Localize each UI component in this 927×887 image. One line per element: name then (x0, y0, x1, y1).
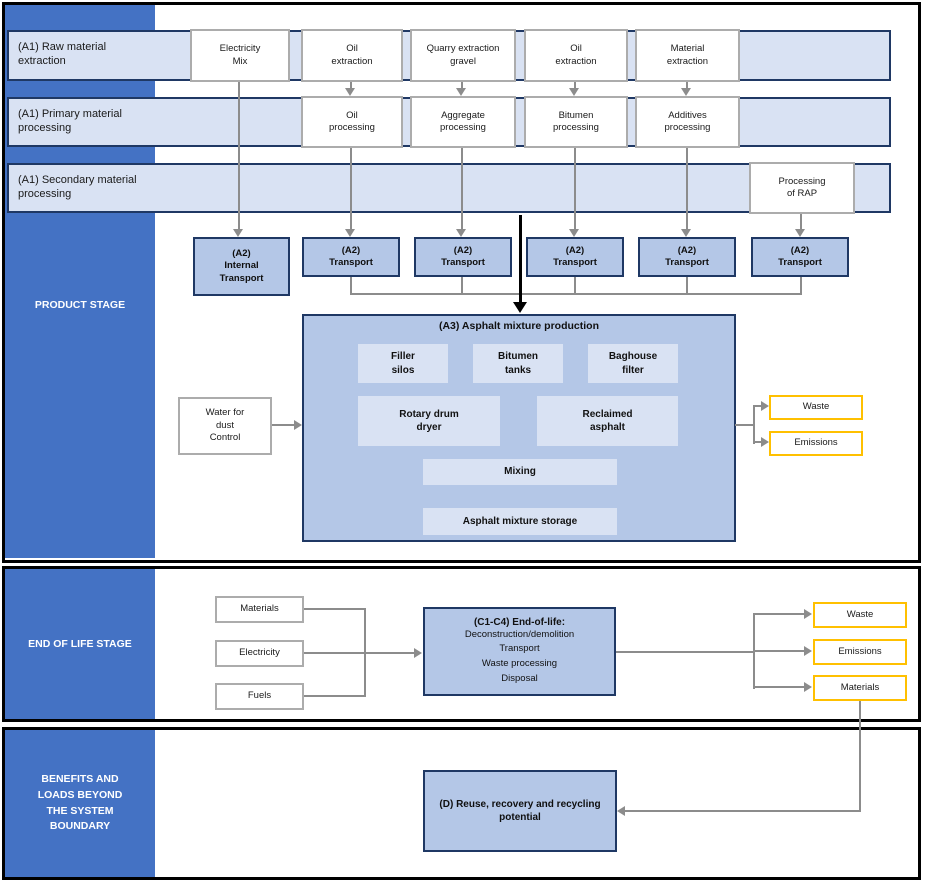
box-water-for-dust-control: Water for dust Control (178, 397, 272, 455)
box-transport-2: (A2) Transport (414, 237, 512, 277)
arrowhead-a3-waste (761, 401, 769, 411)
line-eol-to-materials (753, 686, 804, 688)
arrowhead-oil-processing (345, 88, 355, 96)
arrowhead-eol-input (414, 648, 422, 658)
box-c1-c4-end-of-life: (C1-C4) End-of-life: Deconstruction/demo… (423, 607, 616, 696)
arrowhead-bitumen-processing (569, 88, 579, 96)
box-eol-fuels-input: Fuels (215, 683, 304, 710)
box-material-extraction: Material extraction (635, 29, 740, 82)
box-product-emissions: Emissions (769, 431, 863, 456)
arrowhead-d-box (617, 806, 625, 816)
box-transport-5: (A2) Transport (751, 237, 849, 277)
line-material-extraction-to-additives-processing (686, 82, 688, 89)
line-eol-main-input (364, 652, 415, 654)
arrowhead-eol-emissions (804, 646, 812, 656)
line-water-to-a3 (272, 424, 294, 426)
arrowhead-aggregate-processing (456, 88, 466, 96)
arrowhead-transport-3 (569, 229, 579, 237)
band-raw-material-extraction-label: (A1) Raw material extraction (18, 41, 107, 68)
box-transport-3: (A2) Transport (526, 237, 624, 277)
box-eol-waste: Waste (813, 602, 907, 628)
arrowhead-transport-5 (795, 229, 805, 237)
line-transport1-out (350, 276, 352, 294)
box-aggregate-processing: Aggregate processing (410, 96, 516, 148)
box-eol-emissions: Emissions (813, 639, 907, 665)
box-oil-extraction-2: Oil extraction (524, 29, 628, 82)
benefits-sidebar (5, 730, 155, 877)
unit-mixing: Mixing (423, 459, 617, 485)
box-eol-materials-input: Materials (215, 596, 304, 623)
box-eol-electricity-input: Electricity (215, 640, 304, 667)
arrowhead-eol-materials (804, 682, 812, 692)
line-rap-to-transport (800, 214, 802, 230)
box-quarry-extraction-gravel: Quarry extraction gravel (410, 29, 516, 82)
band-secondary-material-processing (7, 163, 891, 213)
box-transport-1: (A2) Transport (302, 237, 400, 277)
line-oil-extraction-to-bitumen-processing (574, 82, 576, 89)
line-materials-to-d-horizontal (625, 810, 861, 812)
arrowhead-a3-main-input (513, 302, 527, 313)
unit-rotary-drum-dryer: Rotary drum dryer (358, 396, 500, 446)
unit-bitumen-tanks: Bitumen tanks (473, 344, 563, 383)
box-transport-4: (A2) Transport (638, 237, 736, 277)
line-a3-out-fork (753, 405, 755, 444)
line-a3-to-waste (753, 405, 761, 407)
arrowhead-transport-2 (456, 229, 466, 237)
end-of-life-sidebar (5, 569, 155, 719)
line-transport3-out (574, 276, 576, 294)
arrowhead-additives-processing (681, 88, 691, 96)
arrowhead-transport-1 (345, 229, 355, 237)
box-oil-extraction-1: Oil extraction (301, 29, 403, 82)
box-additives-processing: Additives processing (635, 96, 740, 148)
line-a3-to-emissions (753, 441, 761, 443)
unit-reclaimed-asphalt: Reclaimed asphalt (537, 396, 678, 446)
benefits-label: BENEFITS AND LOADS BEYOND THE SYSTEM BOU… (37, 773, 123, 833)
line-transport5-out (800, 276, 802, 294)
c1-c4-body: Deconstruction/demolition Transport Wast… (464, 628, 575, 684)
line-transport-collector (350, 293, 802, 295)
product-stage-sidebar (5, 5, 155, 558)
line-materials-stub (304, 608, 366, 610)
unit-baghouse-filter: Baghouse filter (588, 344, 678, 383)
arrowhead-water-to-a3 (294, 420, 302, 430)
arrowhead-transport-4 (681, 229, 691, 237)
line-quarry-to-aggregate-processing (461, 82, 463, 89)
benefits-frame (2, 727, 921, 880)
box-d-reuse-recovery-recycling: (D) Reuse, recovery and recycling potent… (423, 770, 617, 852)
line-materials-to-d-vertical (859, 701, 861, 811)
line-a3-out (735, 424, 755, 426)
arrowhead-a3-emissions (761, 437, 769, 447)
arrowhead-eol-waste (804, 609, 812, 619)
line-electricity-to-internal-transport (238, 82, 240, 230)
box-eol-materials: Materials (813, 675, 907, 701)
arrowhead-electricity-internal-transport (233, 229, 243, 237)
line-transport4-out (686, 276, 688, 294)
product-stage-label: PRODUCT STAGE (34, 299, 126, 311)
line-fuels-stub (304, 695, 366, 697)
unit-filler-silos: Filler silos (358, 344, 448, 383)
line-main-input-to-a3 (519, 215, 522, 303)
band-secondary-material-processing-label: (A1) Secondary material processing (18, 174, 137, 201)
box-oil-processing: Oil processing (301, 96, 403, 148)
line-eol-out (616, 651, 755, 653)
line-electricity-stub (304, 652, 366, 654)
line-additives-processing-to-transport (686, 147, 688, 230)
line-eol-to-emissions (753, 650, 804, 652)
band-primary-material-processing-label: (A1) Primary material processing (18, 108, 122, 135)
end-of-life-label: END OF LIFE STAGE (28, 638, 132, 650)
line-aggregate-processing-to-transport (461, 147, 463, 230)
box-bitumen-processing: Bitumen processing (524, 96, 628, 148)
line-eol-to-waste (753, 613, 804, 615)
box-processing-of-rap: Processing of RAP (749, 162, 855, 214)
box-internal-transport: (A2) Internal Transport (193, 237, 290, 296)
line-oil-extraction-to-oil-processing (350, 82, 352, 89)
a3-title: (A3) Asphalt mixture production (438, 320, 600, 332)
box-electricity-mix: Electricity Mix (190, 29, 290, 82)
c1-c4-title: (C1-C4) End-of-life: (473, 616, 566, 628)
unit-asphalt-mixture-storage: Asphalt mixture storage (423, 508, 617, 535)
line-oil-processing-to-transport (350, 147, 352, 230)
line-bitumen-processing-to-transport (574, 147, 576, 230)
line-transport2-out (461, 276, 463, 294)
box-product-waste: Waste (769, 395, 863, 420)
